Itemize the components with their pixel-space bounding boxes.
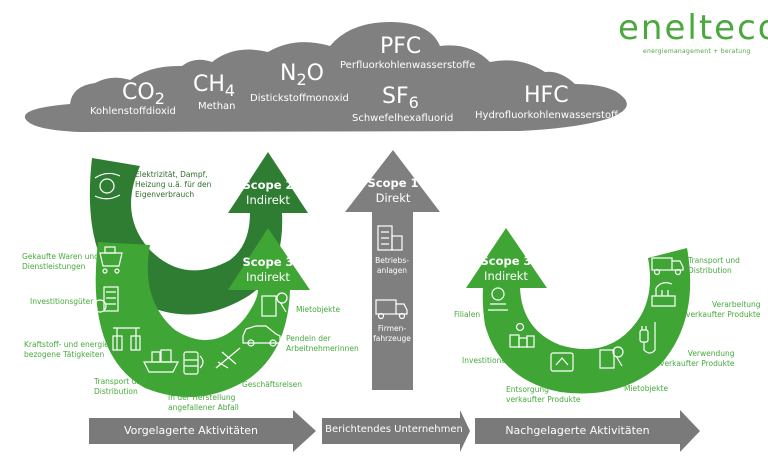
scope3-downstream-arrow: [466, 228, 691, 394]
downstream-category-franchises: Filialen: [454, 310, 481, 319]
band-label-upstream: Vorgelagerte Aktivitäten: [123, 424, 259, 437]
band-arrow-company: [322, 410, 470, 452]
hand-money-icon: [94, 172, 121, 200]
upstream-category-capital-goods: Investitionsgüter: [30, 297, 94, 306]
factory-building-icon: [377, 225, 403, 251]
investment-building-icon: [509, 322, 535, 348]
gas-formula-co2: CO2: [122, 80, 165, 108]
barrel-icon: [183, 351, 204, 375]
upstream-category-fuel-energy: Kraftstoff- und energie-bezogene Tätigke…: [24, 340, 112, 359]
brand-tagline: energiemanagement + beratung: [643, 48, 751, 55]
bottom-band: [89, 410, 700, 452]
downstream-category-investments: Investitionen: [462, 356, 511, 365]
car-icon: [242, 325, 281, 347]
gas-formula-sf6: SF6: [382, 84, 419, 112]
money-bag-building-icon: [93, 286, 119, 313]
band-label-downstream: Nachgelagerte Aktivitäten: [505, 424, 650, 437]
gas-formula-ch4: CH4: [193, 72, 236, 100]
cargo-ship-icon: [143, 349, 179, 373]
brand-logo: enelteco: [618, 8, 768, 48]
building-key-icon: [261, 292, 288, 317]
band-arrow-upstream: [89, 410, 316, 452]
recycling-bin-icon: [550, 352, 574, 372]
gas-name-pfc: Perfluorkohlenwasserstoffe: [340, 60, 476, 71]
shopping-cart-icon: [99, 246, 123, 274]
fuel-pump-icon: [112, 327, 141, 351]
truck-icon-downstream: [651, 257, 684, 276]
upstream-category-leased-assets: Mietobjekte: [296, 305, 341, 314]
gas-name-ch4: Methan: [198, 101, 236, 112]
gas-formula-n2o: N2O: [280, 61, 324, 89]
gas-name-n2o: Distickstoffmonoxid: [250, 93, 349, 104]
gas-name-sf6: Schwefelhexafluorid: [352, 113, 454, 124]
airplane-icon: [215, 347, 241, 369]
gas-formula-hfc: HFC: [524, 83, 569, 108]
band-label-company: Berichtendes Unternehmen: [325, 424, 463, 435]
store-location-icon: [488, 287, 508, 311]
gas-formula-pfc: PFC: [380, 34, 422, 59]
building-key-icon-downstream: [599, 346, 624, 369]
downstream-category-leased-assets: Mietobjekte: [624, 384, 669, 393]
scope1-category-facilities: Betriebs-anlagen: [375, 256, 409, 275]
plug-icon: [639, 322, 656, 354]
scope1-category-vehicles: Firmen-fahrzeuge: [373, 324, 411, 343]
scope3-upstream-arrow: [95, 228, 310, 397]
upstream-category-business-travel: Geschäftsreisen: [242, 380, 303, 389]
greenhouse-gas-cloud: [24, 22, 627, 132]
truck-icon: [375, 299, 408, 320]
gas-name-hfc: Hydrofluorkohlenwasserstoffe: [475, 110, 625, 121]
factory-icon: [651, 282, 676, 307]
scope1-arrow: [345, 150, 440, 390]
scope2-category: Elektrizität, Dampf,Heizung u.ä. für den…: [135, 170, 212, 199]
gas-name-co2: Kohlenstoffdioxid: [90, 106, 176, 117]
band-arrow-downstream: [475, 410, 700, 452]
